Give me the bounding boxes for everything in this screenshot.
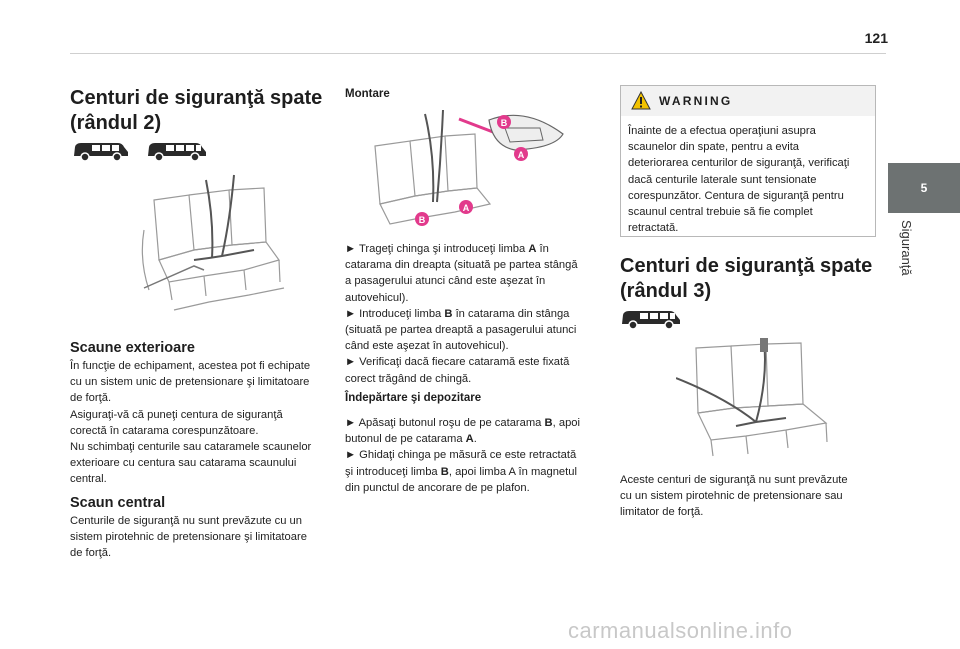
instruction-line: şi introduceţi limba B, apoi limba A în … [345, 465, 577, 478]
warning-box: WARNING Înainte de a efectua operaţiuni … [620, 85, 876, 237]
subheading-central: Scaun central [70, 495, 166, 511]
text-line: sistem pirotehnic de pretensionare şi li… [70, 531, 307, 544]
text-line: dacă centurile laterale sunt tensionate [628, 173, 817, 186]
warning-triangle-icon [631, 91, 651, 110]
buckle-illustration: B A B A [374, 109, 564, 226]
callout-a-top: A [518, 150, 525, 160]
instruction-line: catarama din dreapta (situată pe partea … [345, 259, 578, 272]
paragraph-row3: Aceste centuri de siguranţă nu sunt prev… [620, 472, 848, 521]
title-line-2: (rândul 3) [620, 280, 712, 302]
vehicle-icons [72, 138, 208, 167]
chapter-label: Siguranţă [899, 220, 914, 276]
text-line: În funcţie de echipament, acestea pot fi… [70, 360, 311, 372]
warning-header: WARNING [621, 86, 875, 116]
text-line: Centurile de siguranţă nu sunt prevăzute… [70, 515, 302, 527]
instruction-line: ► Trageţi chinga şi introduceţi limba A … [345, 243, 549, 255]
text-line: Asiguraţi-vă că puneţi centura de sigura… [70, 408, 283, 421]
text-line: corectă în catarama corespunzătoare. [70, 424, 259, 437]
instruction-line: corect trăgând de chingă. [345, 372, 472, 385]
paragraph-exterior: În funcţie de echipament, acestea pot fi… [70, 358, 311, 488]
instruction-line: când este aşezat în autovehicul). [345, 340, 509, 353]
text-line: cu un sistem pirotehnic de pretensionare… [620, 490, 843, 503]
callout-a-bottom: A [463, 203, 470, 213]
text-line: deteriorarea centurilor de siguranţă, ve… [628, 157, 850, 170]
paragraph-mount: ► Trageţi chinga şi introduceţi limba A … [345, 241, 578, 387]
title-line-1: Centuri de siguranţă spate [620, 255, 873, 277]
text-line: retractată. [628, 222, 679, 235]
title-line-1: Centuri de siguranţă spate [70, 87, 323, 109]
text-line: scaunelor din spate, pentru a evita [628, 141, 800, 154]
instruction-line: ► Verificaţi dacă fiecare cataramă este … [345, 356, 570, 369]
text-line: exterioare cu centura sau catarama scaun… [70, 457, 297, 470]
callout-b-top: B [501, 118, 508, 128]
van-short-icon [74, 143, 128, 162]
van-long-icon [622, 311, 680, 330]
text-line: Nu schimbaţi centurile sau cataramele sc… [70, 441, 312, 454]
text-line: Înainte de a efectua operaţiuni asupra [628, 125, 816, 137]
watermark: carmanualsonline.info [568, 618, 793, 643]
title-line-2: (rândul 2) [70, 112, 162, 134]
text-line: central. [70, 473, 107, 486]
instruction-line: ► Introduceţi limba B în catarama din st… [345, 307, 570, 320]
subheading-remove: Îndepărtare şi depozitare [345, 392, 482, 404]
instruction-line: butonul de pe catarama A. [345, 433, 477, 446]
instruction-line: autovehicul). [345, 291, 409, 304]
instruction-line: ► Apăsaţi butonul roşu de pe catarama B,… [345, 417, 580, 429]
warning-title: WARNING [659, 94, 733, 108]
text-line: corespunzător. Centura de siguranţă pent… [628, 189, 844, 202]
text-line: Aceste centuri de siguranţă nu sunt prev… [620, 474, 848, 486]
instruction-line: ► Ghidaţi chinga pe măsură ce este retra… [345, 449, 577, 462]
text-line: de forţă. [70, 392, 112, 405]
section-title-row2: Centuri de siguranţă spate (rândul 2) [70, 86, 322, 136]
warning-text: Înainte de a efectua operaţiuni asupra s… [628, 123, 849, 236]
subheading-mount: Montare [345, 88, 390, 100]
section-title-row3: Centuri de siguranţă spate (rândul 3) [620, 254, 872, 304]
row3-seatbelt-illustration [676, 338, 828, 457]
callout-b-bottom: B [419, 215, 426, 225]
page-number: 121 [864, 30, 888, 46]
row2-seatbelt-illustration [141, 174, 285, 311]
text-line: cu un sistem unic de pretensionare şi li… [70, 376, 310, 389]
instruction-line: a pasagerului atunci când este aşezat în [345, 275, 546, 288]
instruction-line: (situată pe partea dreaptă a pasagerului… [345, 324, 577, 337]
instruction-line: din punctul de ancorare de pe plafon. [345, 481, 530, 494]
text-line: de forţă. [70, 547, 112, 560]
header-rule [70, 53, 886, 54]
paragraph-central: Centurile de siguranţă nu sunt prevăzute… [70, 513, 307, 562]
text-line: scaunul central trebuie să fie complet [628, 206, 813, 219]
van-long-icon [148, 143, 207, 162]
subheading-exterior: Scaune exterioare [70, 340, 195, 356]
text-line: limitator de forţă. [620, 506, 704, 519]
paragraph-remove: ► Apăsaţi butonul roşu de pe catarama B,… [345, 415, 580, 496]
chapter-tab[interactable]: 5 [888, 163, 960, 213]
